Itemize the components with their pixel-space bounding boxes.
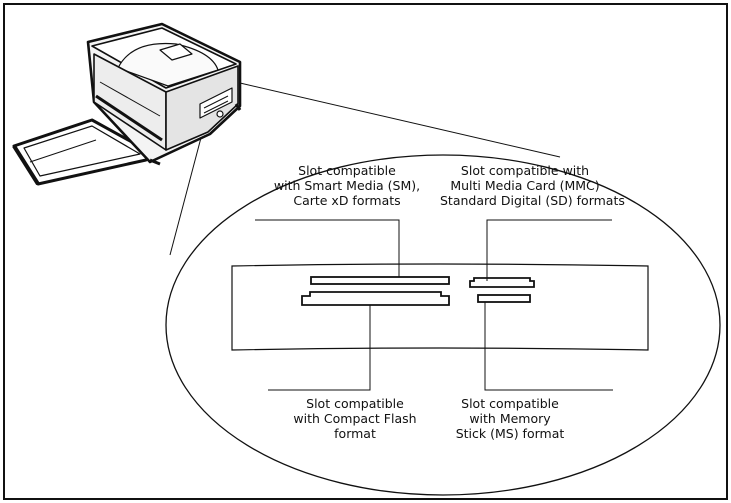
memory-stick-slot [477,294,531,303]
printer-illustration [12,22,242,186]
label-ms-line1: Slot compatible [461,396,559,411]
zoom-connector-top [239,82,561,158]
leader-memory-stick [484,302,613,391]
label-compact-flash-slot: Slot compatible with Compact Flash forma… [270,396,440,441]
label-ms-line2: with Memory [469,411,551,426]
label-memory-stick-slot: Slot compatible with Memory Stick (MS) f… [445,396,575,441]
diagram-frame [3,3,728,500]
label-smart-media-line2: with Smart Media (SM), [273,178,421,193]
compact-flash-slot [301,291,450,306]
label-mmc-sd-slot: Slot compatible with Multi Media Card (M… [440,163,625,208]
zoom-ellipse [165,154,721,496]
leader-compact-flash [268,305,371,391]
label-smart-media-slot: Slot compatible with Smart Media (SM), C… [262,163,432,208]
mmc-sd-slot [469,277,535,288]
label-mmc-line3: Standard Digital (SD) formats [440,193,625,208]
smart-media-slot [310,276,450,285]
leader-smart-media [255,219,400,277]
label-smart-media-line3: Carte xD formats [293,193,401,208]
slot-panel [231,263,649,351]
label-mmc-line2: Multi Media Card (MMC) [450,178,600,193]
label-smart-media-line1: Slot compatible [298,163,396,178]
label-cf-line1: Slot compatible [306,396,404,411]
label-ms-line3: Stick (MS) format [455,426,565,441]
leader-mmc-sd [486,219,612,281]
label-cf-line3: format [334,426,376,441]
label-mmc-line1: Slot compatible with [460,163,590,178]
label-cf-line2: with Compact Flash [293,411,417,426]
